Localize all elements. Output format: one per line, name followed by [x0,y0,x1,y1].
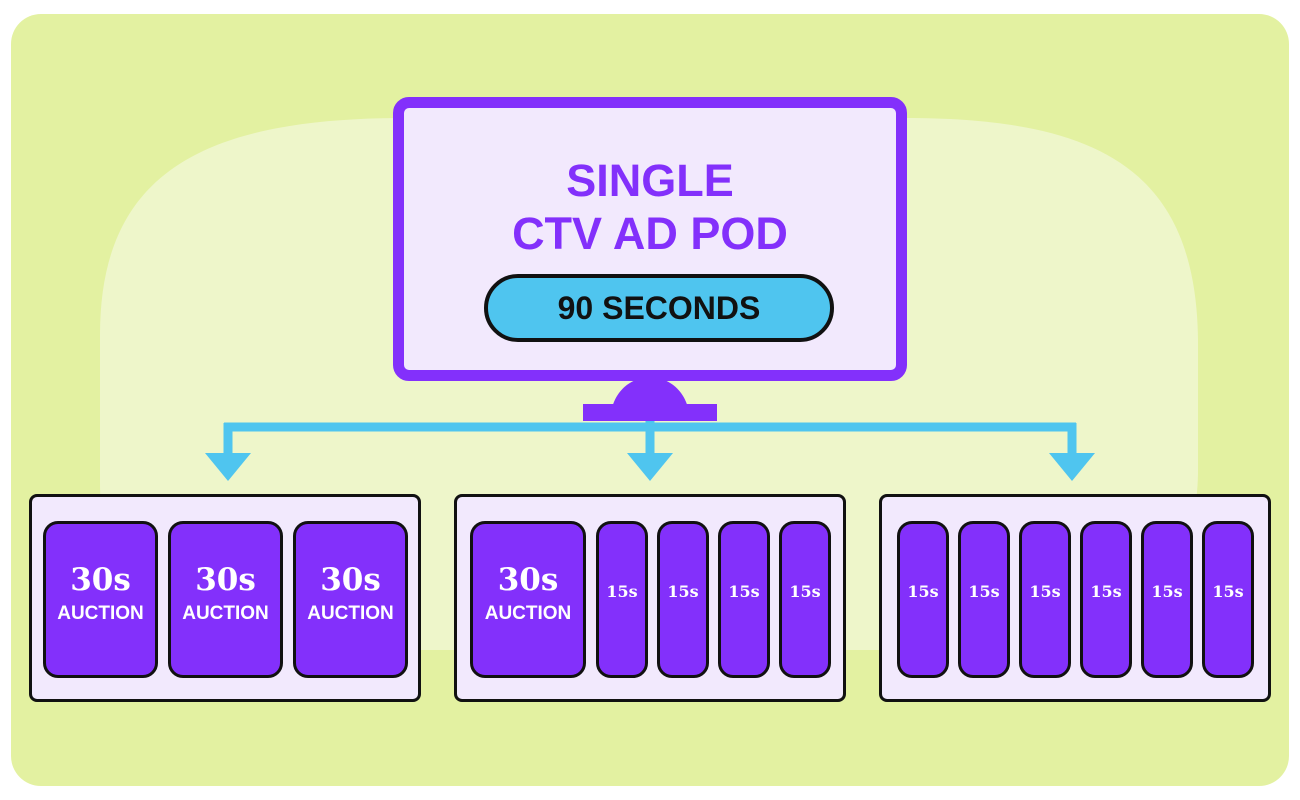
tv-title-line-2: CTV AD POD [512,208,788,259]
slot-duration: 15s [667,582,699,601]
slot-duration: 15s [1151,582,1183,601]
arrow-right-icon [1049,453,1095,481]
ad-slot-15s: 15s [1080,521,1132,678]
ad-slot-15s: 15s [718,521,770,678]
ad-slot-15s: 15s [1019,521,1071,678]
ad-slot-30s-auction: 30s AUCTION [43,521,158,678]
slot-duration: 15s [968,582,1000,601]
slot-duration: 15s [1029,582,1061,601]
slot-duration: 15s [1090,582,1122,601]
tv-stand-neck [612,378,688,408]
ad-slot-15s: 15s [657,521,709,678]
ad-slot-15s: 15s [1202,521,1254,678]
ad-slot-15s: 15s [897,521,949,678]
arrow-middle-icon [627,453,673,481]
arrow-left-icon [205,453,251,481]
ad-pod-1: 30s AUCTION 30s AUCTION 30s AUCTION [29,494,421,702]
ad-slot-15s: 15s [779,521,831,678]
ad-slot-15s: 15s [1141,521,1193,678]
slot-duration: 15s [789,582,821,601]
slot-label: AUCTION [182,603,269,624]
slot-duration: 30s [320,562,381,598]
ad-slot-15s: 15s [958,521,1010,678]
tv-title-line-1: SINGLE [566,155,734,206]
ad-slot-30s-auction: 30s AUCTION [470,521,586,678]
slot-duration: 15s [728,582,760,601]
slot-duration: 30s [497,562,559,598]
ad-slot-15s: 15s [596,521,648,678]
ad-slot-30s-auction: 30s AUCTION [168,521,283,678]
ad-pod-3: 15s 15s 15s 15s 15s 15s [879,494,1271,702]
tv-title: SINGLE CTV AD POD [404,154,896,260]
slot-label: AUCTION [484,603,572,624]
slot-duration: 15s [606,582,638,601]
duration-badge: 90 SECONDS [484,274,834,342]
slot-label: AUCTION [57,603,144,624]
slot-duration: 15s [1212,582,1244,601]
ad-pod-2: 30s AUCTION 15s 15s 15s 15s [454,494,846,702]
slot-duration: 15s [907,582,939,601]
slot-label: AUCTION [307,603,394,624]
connector-lines [223,421,1077,458]
tv-monitor: SINGLE CTV AD POD 90 SECONDS [393,97,907,381]
tv-stand-base [583,404,717,421]
slot-duration: 30s [195,562,256,598]
ad-slot-30s-auction: 30s AUCTION [293,521,408,678]
slot-duration: 30s [70,562,131,598]
